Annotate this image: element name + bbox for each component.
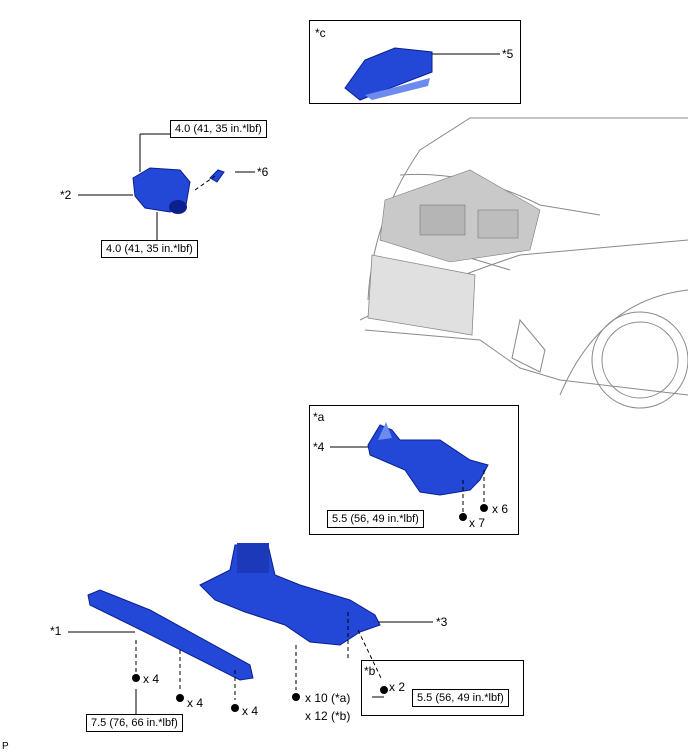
frame-c xyxy=(309,20,521,104)
callout-5: *5 xyxy=(502,47,514,61)
qty-a-x6: x 6 xyxy=(492,502,509,516)
callout-1: *1 xyxy=(50,624,62,638)
callout-4: *4 xyxy=(313,440,325,454)
torque-spec-frame-a: 5.5 (56, 49 in.*lbf) xyxy=(327,510,424,528)
front-grille xyxy=(367,254,476,336)
qty-left-x4-3: x 4 xyxy=(242,704,259,718)
long-cover-part xyxy=(87,589,254,681)
qty-b-x2: x 2 xyxy=(389,680,406,694)
torque-spec-left-cover: 7.5 (76, 66 in.*lbf) xyxy=(86,714,183,732)
callout-2: *2 xyxy=(60,188,72,202)
engine-bay-detail xyxy=(379,169,541,263)
frame-a xyxy=(309,405,519,535)
engine-cover-part xyxy=(344,47,433,101)
air-cleaner-part xyxy=(132,167,225,214)
callout-b: *b xyxy=(364,664,376,678)
callout-6: *6 xyxy=(257,165,269,179)
figure-code: P xyxy=(2,741,9,752)
torque-spec-frame-b: 5.5 (56, 49 in.*lbf) xyxy=(412,689,509,707)
large-undercover-part xyxy=(199,543,381,646)
callout-3: *3 xyxy=(436,615,448,629)
qty-x10: x 10 (*a) xyxy=(305,691,351,705)
torque-spec-upper-bottom: 4.0 (41, 35 in.*lbf) xyxy=(101,240,198,258)
qty-left-x4-1: x 4 xyxy=(143,672,160,686)
qty-x12: x 12 (*b) xyxy=(305,709,351,723)
torque-spec-upper-top: 4.0 (41, 35 in.*lbf) xyxy=(170,120,267,138)
frame-b xyxy=(361,660,524,716)
qty-left-x4-2: x 4 xyxy=(187,696,204,710)
callout-a: *a xyxy=(313,410,325,424)
callout-c: *c xyxy=(315,26,326,40)
qty-a-x7: x 7 xyxy=(469,516,486,530)
